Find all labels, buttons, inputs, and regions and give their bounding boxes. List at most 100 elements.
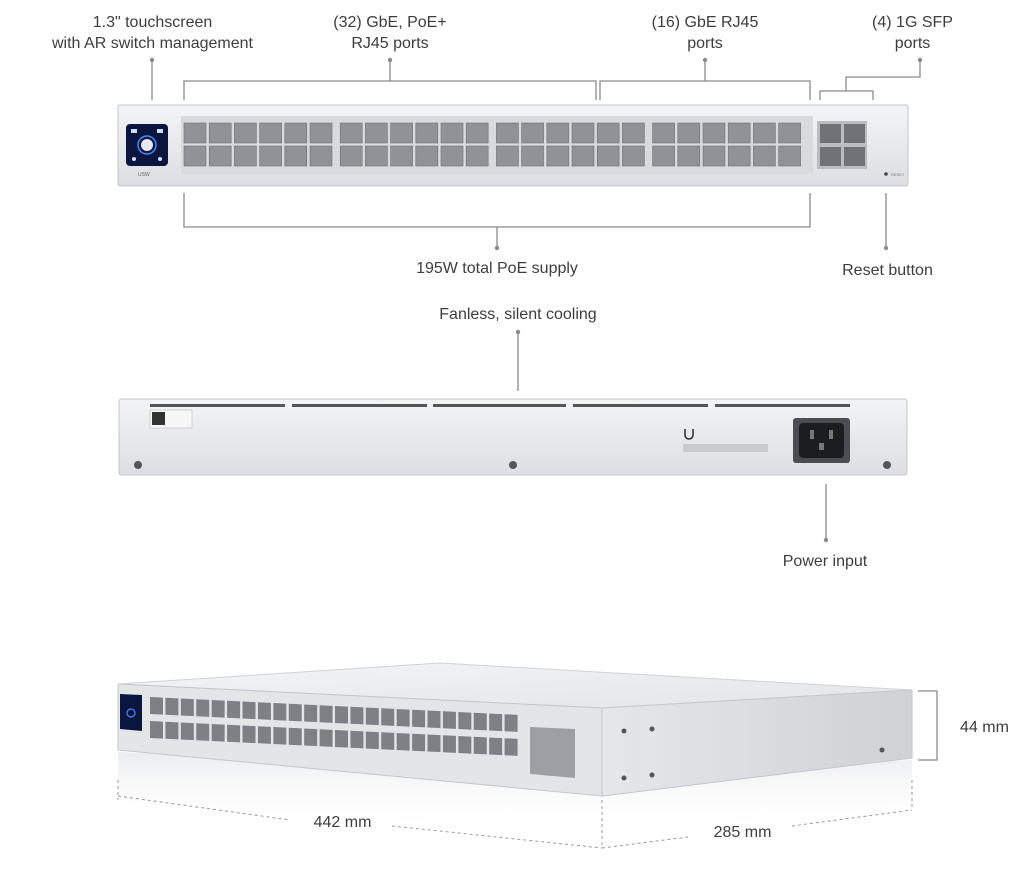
compliance-marks	[683, 444, 768, 452]
rj45-port	[440, 122, 464, 144]
power-socket	[799, 423, 844, 458]
rj45-port	[521, 145, 544, 167]
reset-button-callout: Reset button	[842, 262, 933, 279]
dimension-lines	[117, 690, 938, 849]
rj45-port	[489, 713, 503, 732]
screw	[649, 726, 655, 732]
touchscreen-ui-icon	[141, 139, 153, 151]
svg-text:RESET: RESET	[891, 172, 905, 177]
rj45-port	[652, 145, 675, 167]
rj45-port	[465, 145, 489, 167]
rj45-port	[273, 703, 287, 721]
rj45-port	[284, 145, 308, 167]
front-view: USW RESET	[117, 104, 909, 187]
rj45-port	[546, 122, 570, 144]
rj45-port	[381, 708, 395, 726]
rj45-port	[521, 122, 544, 144]
front-callout-lines	[149, 57, 923, 251]
rj45-port	[622, 145, 645, 167]
rj45-port	[150, 721, 163, 739]
rj45-port	[259, 145, 282, 167]
vent	[292, 404, 427, 407]
rj45-port	[242, 701, 256, 720]
rj45-port	[304, 728, 318, 747]
reset-button	[884, 172, 888, 176]
sfp-port	[844, 147, 865, 166]
rj45-port	[150, 697, 163, 715]
rj45-port	[208, 145, 232, 167]
rj45-port	[546, 145, 570, 167]
rj45-port	[596, 145, 620, 167]
vent	[715, 404, 850, 407]
rear-chassis	[118, 398, 908, 476]
rj45-port	[273, 727, 287, 745]
rj45-port	[227, 700, 241, 719]
rj45-port	[396, 733, 410, 751]
rj45-port	[677, 122, 701, 144]
rj45-port	[390, 145, 413, 167]
rj45-port	[234, 145, 257, 167]
screw	[621, 775, 627, 781]
rj45-port	[442, 711, 456, 729]
rj45-port	[396, 709, 410, 727]
rj45-port	[427, 734, 441, 753]
ubiquiti-logo-icon	[684, 429, 694, 440]
rj45-port	[727, 145, 751, 167]
rj45-port	[165, 721, 179, 740]
rj45-port	[335, 730, 348, 748]
perspective-rj45-ports	[150, 697, 518, 756]
rj45-port	[196, 723, 210, 741]
rj45-port	[571, 122, 595, 144]
rj45-port	[504, 714, 518, 732]
qr-code-icon	[152, 412, 165, 425]
sfp-port	[820, 124, 841, 143]
screw	[883, 461, 891, 469]
rj45-port	[465, 122, 489, 144]
vent	[433, 404, 566, 407]
height-dimension: 44 mm	[960, 719, 1009, 736]
poe-ports-callout: (32) GbE, PoE+ RJ45 ports	[333, 14, 447, 52]
rj45-port	[196, 699, 210, 717]
rj45-port	[415, 122, 439, 144]
sfp-cages	[817, 121, 867, 169]
rear-callout-lines	[515, 329, 829, 543]
rj45-port	[365, 731, 379, 750]
sfp-ports-callout: (4) 1G SFP ports	[872, 14, 953, 52]
rj45-port	[319, 729, 333, 747]
screw	[879, 747, 885, 753]
rj45-port	[365, 122, 388, 144]
poe-supply-callout: 195W total PoE supply	[416, 260, 578, 277]
rj45-port	[442, 735, 456, 753]
rj45-port	[473, 736, 487, 755]
rj45-port	[335, 706, 348, 724]
rj45-port	[778, 145, 801, 167]
rj45-port	[304, 704, 318, 723]
rj45-port	[183, 145, 207, 167]
perspective-view	[117, 662, 913, 835]
rj45-port	[489, 737, 503, 756]
rj45-port	[183, 122, 207, 144]
rj45-port	[309, 122, 333, 144]
rj45-port	[596, 122, 620, 144]
rj45-port	[350, 706, 364, 725]
rj45-port	[381, 732, 395, 750]
rj45-port	[284, 122, 308, 144]
rj45-port	[496, 145, 519, 167]
rj45-port	[165, 697, 179, 716]
touchscreen-callout: 1.3" touchscreen with AR switch manageme…	[52, 14, 253, 52]
rj45-port	[440, 145, 464, 167]
rj45-port	[208, 122, 232, 144]
rj45-port	[365, 145, 388, 167]
rj45-port	[234, 122, 257, 144]
rj45-port	[365, 707, 379, 726]
rj45-port	[571, 145, 595, 167]
perspective-touchscreen	[120, 694, 142, 731]
rj45-port	[288, 727, 302, 746]
rj45-port	[496, 122, 519, 144]
screw	[134, 461, 142, 469]
rj45-ports	[183, 122, 801, 167]
rj45-port	[622, 122, 645, 144]
depth-dimension: 285 mm	[713, 824, 772, 841]
rj45-port	[427, 710, 441, 729]
